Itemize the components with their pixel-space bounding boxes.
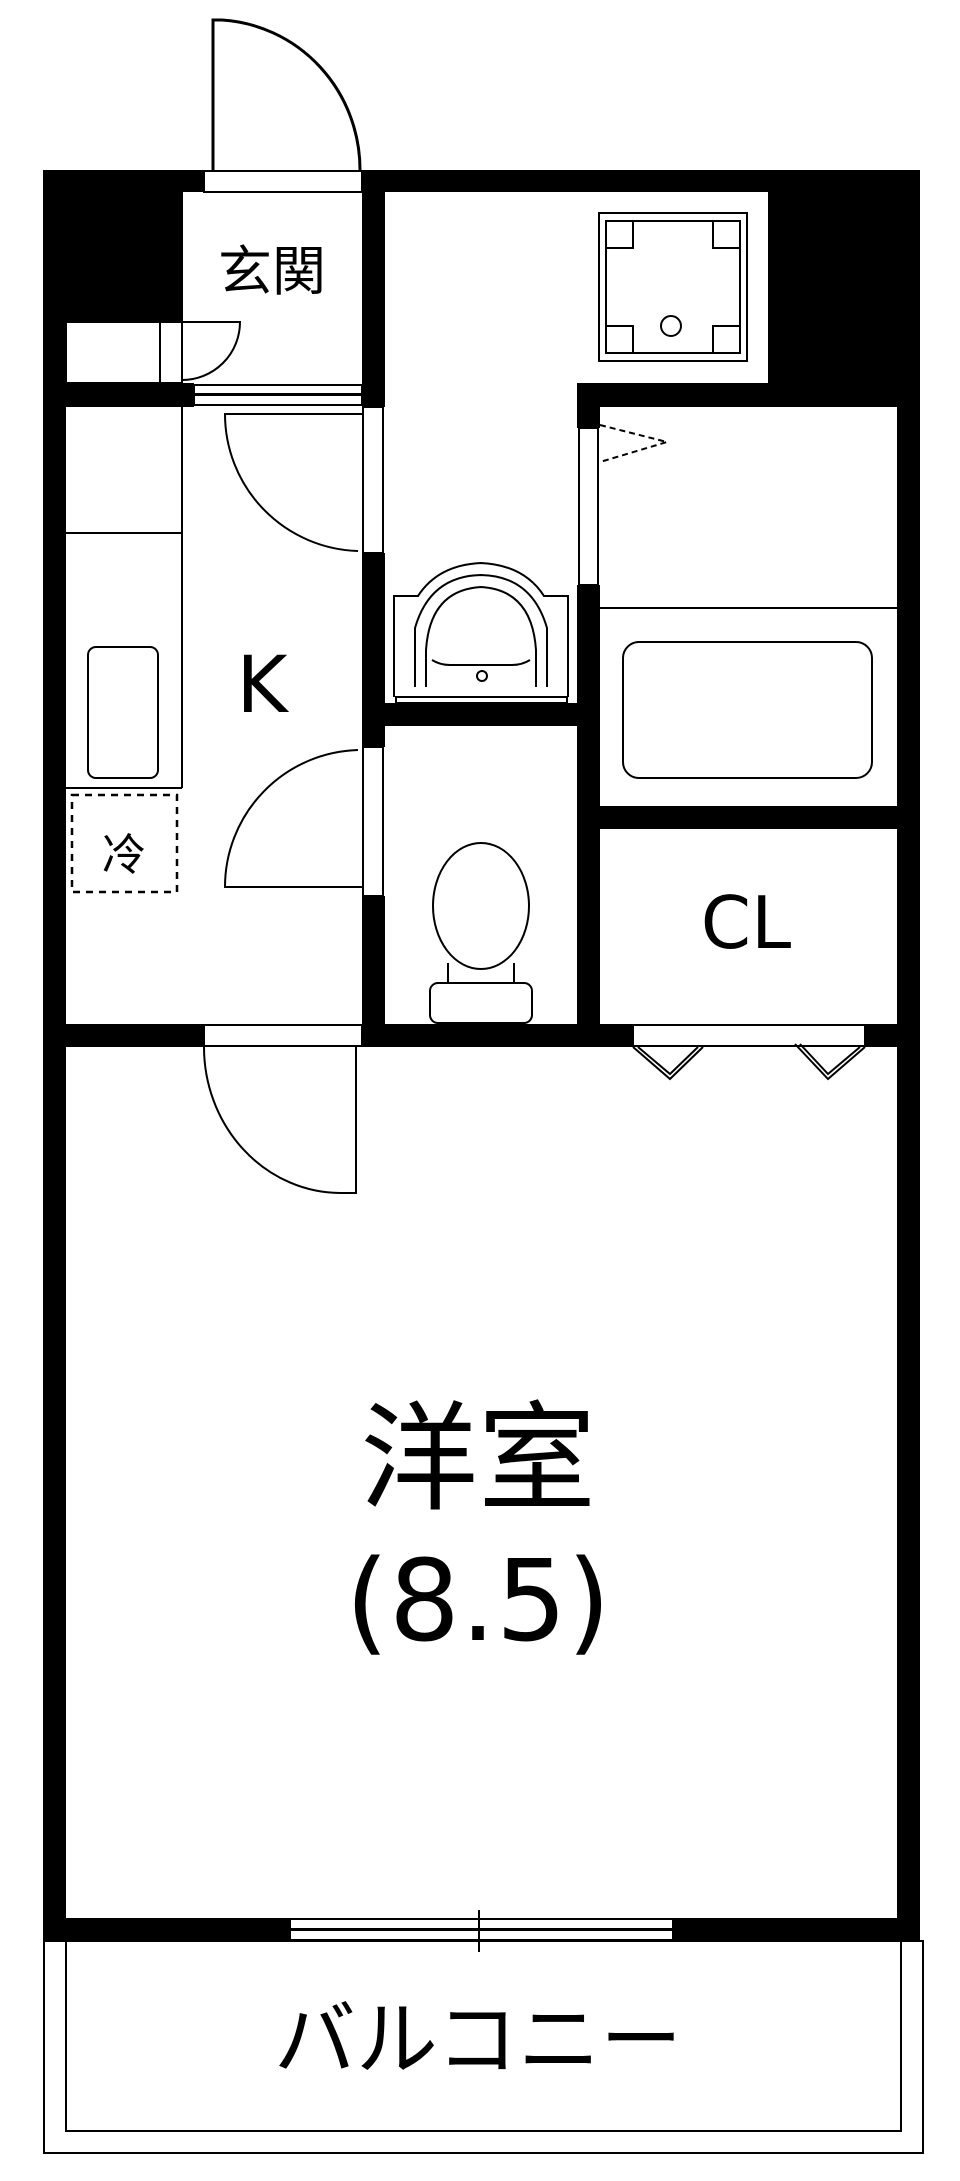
- closet: CL: [632, 881, 866, 1081]
- toilet-tank: [429, 982, 533, 1024]
- closet-label: CL: [701, 881, 791, 965]
- washbasin: [393, 561, 569, 704]
- washing-machine-pan: [598, 212, 748, 362]
- room-door-icon: [203, 1046, 357, 1194]
- shoe-cabinet-door-icon: [181, 321, 242, 381]
- toilet-room: [429, 842, 533, 1024]
- bath-door-icon: [599, 424, 671, 463]
- basin-drain-icon: [476, 670, 488, 682]
- walls: [43, 170, 920, 1941]
- closet-folding-door-icon: [794, 1043, 866, 1081]
- bathtub: [622, 641, 873, 779]
- western-room: 洋室 (8.5): [203, 1046, 611, 1667]
- toilet-door-icon: [223, 749, 362, 888]
- western-room-size: (8.5): [345, 1537, 611, 1667]
- openings: [193, 170, 866, 1941]
- balcony-label: バルコニー: [274, 1993, 682, 2088]
- entry-door-icon: [211, 18, 362, 171]
- refrigerator-label: 冷: [102, 830, 146, 881]
- washroom: [393, 212, 748, 704]
- entrance-area: 玄関: [65, 18, 362, 788]
- balcony-window: バルコニー: [274, 1910, 682, 2088]
- toilet-bowl: [432, 842, 530, 970]
- bathroom: [599, 424, 897, 779]
- kitchen-sink: [87, 646, 159, 779]
- drain-icon: [660, 315, 682, 337]
- western-room-label: 洋室: [360, 1390, 596, 1528]
- refrigerator-space: [70, 793, 179, 894]
- closet-folding-door-icon: [632, 1046, 704, 1081]
- kitchen: 冷 K: [66, 413, 362, 894]
- washroom-door-icon: [223, 413, 362, 552]
- kitchen-label: K: [236, 641, 289, 731]
- entrance-label: 玄関: [218, 240, 326, 303]
- shoe-cabinet: [65, 321, 161, 384]
